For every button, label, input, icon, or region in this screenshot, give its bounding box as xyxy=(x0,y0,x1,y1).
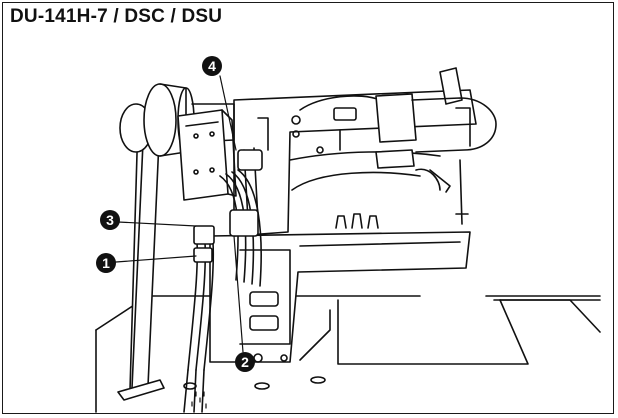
callout-1: 1 xyxy=(96,253,116,273)
figure-frame xyxy=(2,2,614,414)
callout-2: 2 xyxy=(235,352,255,372)
svg-text:2: 2 xyxy=(241,354,249,370)
machine-bed xyxy=(209,231,471,363)
control-box xyxy=(177,109,237,201)
svg-text:1: 1 xyxy=(102,255,110,271)
handwheel xyxy=(119,83,235,157)
table-top xyxy=(95,295,601,413)
svg-text:4: 4 xyxy=(208,58,216,74)
callout-4: 4 xyxy=(202,56,222,76)
leader-lines xyxy=(115,75,244,353)
callout-3: 3 xyxy=(100,210,120,230)
drip-marks xyxy=(191,391,207,409)
figure-title: DU-141H-7 / DSC / DSU xyxy=(10,6,223,27)
machine-arm xyxy=(233,89,477,237)
svg-text:3: 3 xyxy=(106,212,114,228)
regulator-assembly xyxy=(193,117,269,263)
machine-head xyxy=(375,67,497,225)
